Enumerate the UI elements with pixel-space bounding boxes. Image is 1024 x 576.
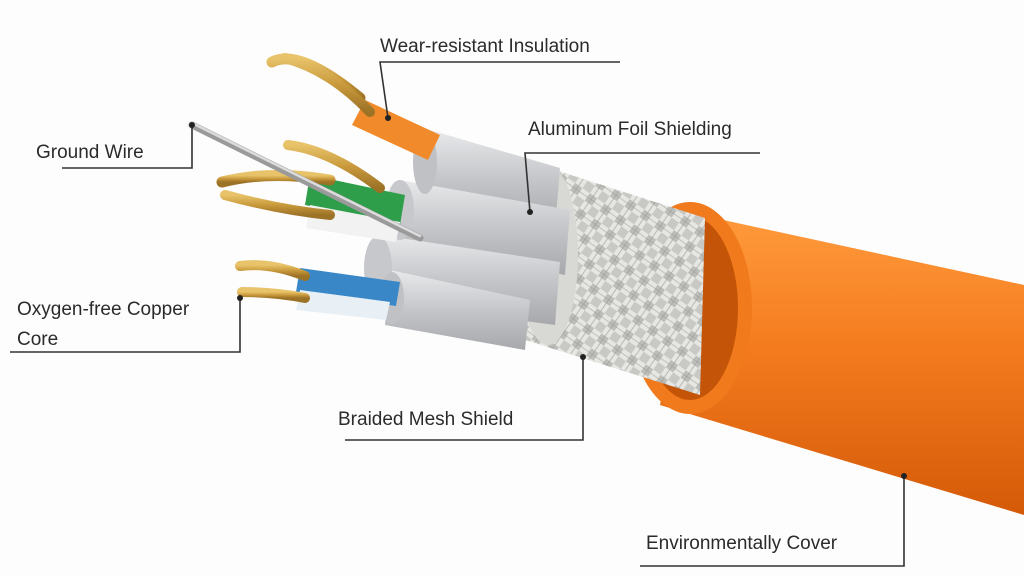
- leader-line-braided: [345, 357, 584, 441]
- label-oxygen-free-copper-line2: Core: [17, 329, 58, 350]
- label-ground-wire: Ground Wire: [36, 142, 144, 163]
- leader-line-copper-core: [10, 298, 241, 353]
- label-braided-mesh-shield: Braided Mesh Shield: [338, 409, 513, 430]
- leader-lines: [10, 61, 905, 567]
- ground-wire-strand: [188, 121, 424, 242]
- leader-dots: [189, 115, 907, 479]
- leader-line-insulation: [379, 61, 620, 119]
- label-environmentally-cover: Environmentally Cover: [646, 533, 838, 554]
- copper-conductors: [216, 53, 385, 303]
- leader-line-foil: [524, 152, 760, 213]
- label-oxygen-free-copper-line1: Oxygen-free Copper: [17, 299, 190, 320]
- label-wear-resistant-insulation: Wear-resistant Insulation: [380, 36, 590, 57]
- foil-shielded-pairs: [364, 130, 570, 350]
- leader-line-cover: [640, 476, 905, 567]
- label-aluminum-foil-shielding: Aluminum Foil Shielding: [528, 119, 732, 140]
- leader-line-ground-wire: [62, 125, 193, 169]
